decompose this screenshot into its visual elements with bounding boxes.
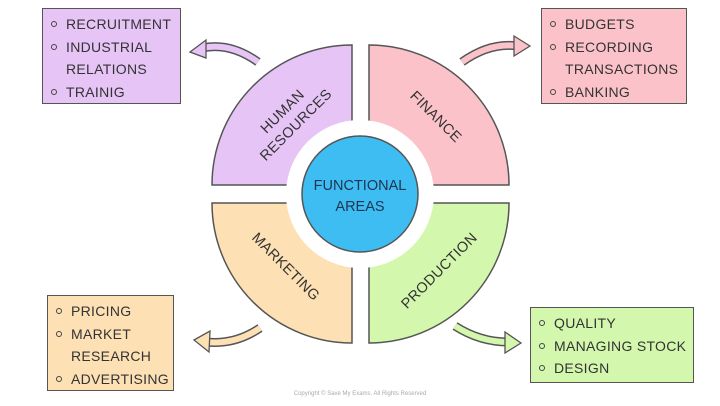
- list-item: PRICING: [54, 300, 167, 323]
- list-item: MARKET RESEARCH: [54, 323, 167, 368]
- arrow-marketing: [192, 324, 263, 354]
- arrow-production: [452, 322, 523, 355]
- center-label: FUNCTIONAL AREAS: [313, 178, 407, 215]
- list-item: INDUSTRIAL RELATIONS: [49, 36, 174, 81]
- list-item: ADVERTISING: [54, 368, 169, 391]
- list-item: QUALITY: [537, 312, 687, 335]
- list-item: BUDGETS: [548, 13, 680, 36]
- hr-box: RECRUITMENT INDUSTRIAL RELATIONS TRAINIG: [42, 8, 181, 104]
- center-circle: [301, 135, 419, 253]
- copyright-notice: Copyright © Save My Exams. All Rights Re…: [293, 391, 427, 397]
- list-item: DESIGN: [537, 357, 687, 380]
- list-item: RECORDING TRANSACTIONS: [548, 36, 680, 81]
- finance-box: BUDGETS RECORDING TRANSACTIONS BANKING: [541, 8, 687, 104]
- list-item: RECRUITMENT: [49, 13, 174, 36]
- list-item: MANAGING STOCK: [537, 335, 687, 358]
- arrow-finance: [459, 34, 532, 66]
- arrow-hr: [188, 38, 261, 66]
- marketing-box: PRICING MARKET RESEARCH ADVERTISING: [47, 295, 174, 391]
- list-item: BANKING: [548, 81, 680, 104]
- production-box: QUALITY MANAGING STOCK DESIGN: [530, 307, 694, 383]
- list-item: TRAINIG: [49, 81, 174, 104]
